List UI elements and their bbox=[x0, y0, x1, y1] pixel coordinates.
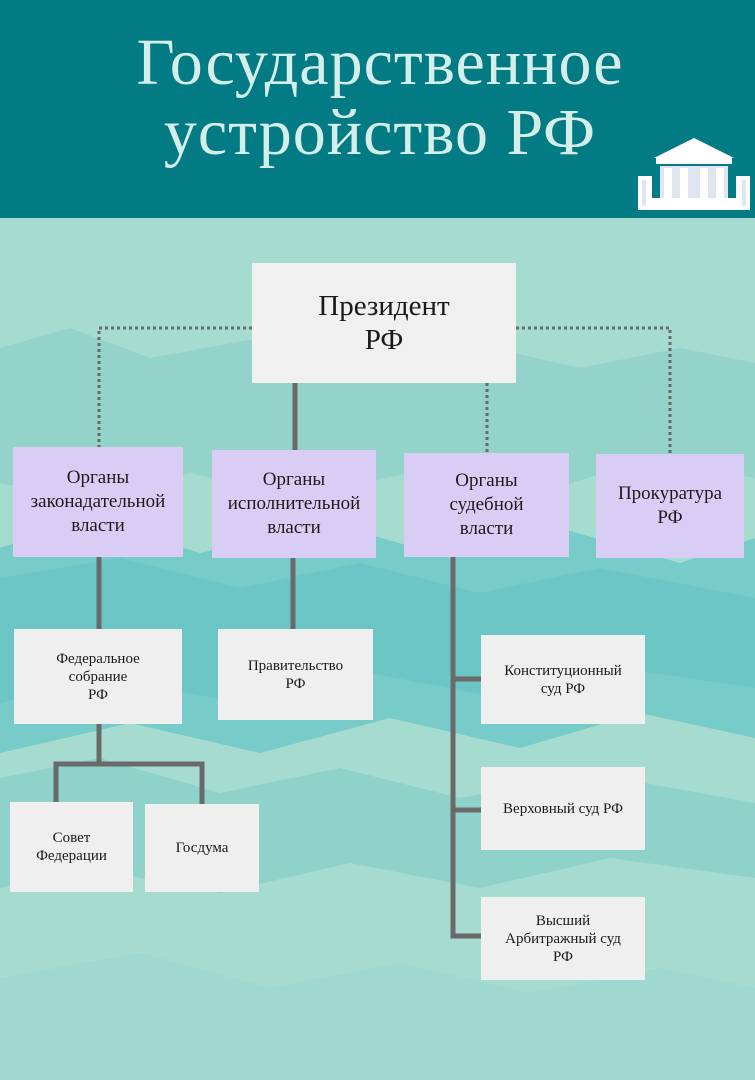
dotted-connector-prosecution bbox=[516, 326, 672, 454]
executive-branch-box: Органы исполнительной власти bbox=[212, 450, 376, 558]
prosecution-box: Прокуратура РФ bbox=[596, 454, 744, 558]
constitutional-court-box: Конституционный суд РФ bbox=[481, 635, 645, 724]
duma-box: Госдума bbox=[145, 804, 259, 892]
arbitration-court-box: Высший Арбитражный суд РФ bbox=[481, 897, 645, 980]
title-line-1: Государственное bbox=[136, 26, 624, 99]
government-building-icon bbox=[638, 138, 750, 210]
judicial-branch-box: Органы судебной власти bbox=[404, 453, 569, 557]
president-box: Президент РФ bbox=[252, 263, 516, 383]
president-line-1: Президент bbox=[318, 290, 450, 322]
header-banner: Государственное устройство РФ bbox=[0, 0, 755, 218]
federal-assembly-box: Федеральное собрание РФ bbox=[14, 629, 182, 724]
page-title: Государственное устройство РФ bbox=[60, 28, 700, 168]
supreme-court-box: Верховный суд РФ bbox=[481, 767, 645, 850]
government-box: Правительство РФ bbox=[218, 629, 373, 720]
federation-council-box: Совет Федерации bbox=[10, 802, 133, 892]
dotted-connector-legislative bbox=[97, 326, 252, 447]
title-line-2: устройство РФ bbox=[163, 96, 597, 169]
connector-judicial-trunk bbox=[450, 557, 481, 939]
legislative-branch-box: Органы законадательной власти bbox=[13, 447, 183, 557]
connector-assembly-duma bbox=[99, 761, 205, 804]
connector-assembly-chambers bbox=[53, 724, 102, 802]
president-line-2: РФ bbox=[364, 324, 404, 356]
